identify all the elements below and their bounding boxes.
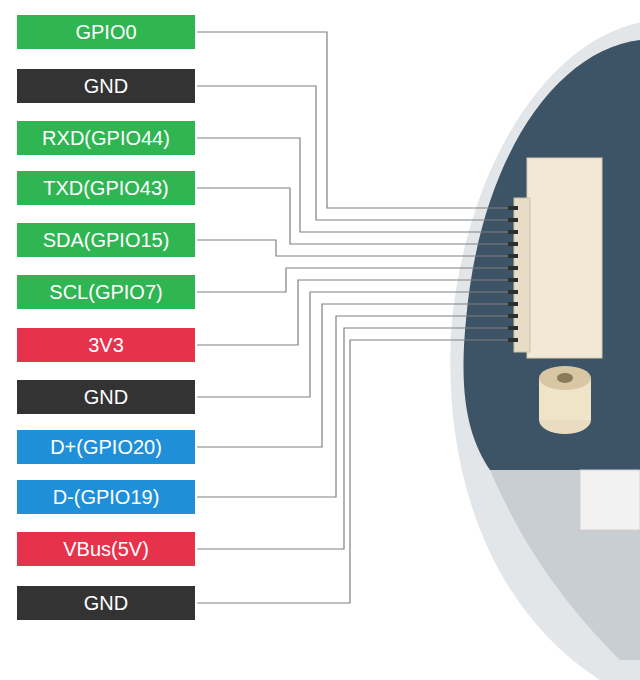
pin-label: 3V3: [17, 328, 195, 362]
pin-name: GND: [84, 76, 128, 96]
pin-label: GND: [17, 69, 195, 103]
pin-name: SDA(GPIO15): [43, 230, 170, 250]
pin-label: GPIO0: [17, 15, 195, 49]
pin-name: GPIO0: [75, 22, 136, 42]
pin-name: D+(GPIO20): [50, 437, 162, 457]
pin-name: SCL(GPIO7): [49, 282, 162, 302]
pin-label: SDA(GPIO15): [17, 223, 195, 257]
pin-name: GND: [84, 593, 128, 613]
leader-lines: [197, 32, 508, 603]
pin-label: GND: [17, 586, 195, 620]
board-shell: [450, 20, 640, 680]
connector-pins: [508, 206, 518, 342]
pin-name: VBus(5V): [63, 539, 149, 559]
standoff-hole: [557, 373, 573, 383]
pin-label: TXD(GPIO43): [17, 171, 195, 205]
pin-name: D-(GPIO19): [53, 487, 160, 507]
pin-label: D-(GPIO19): [17, 480, 195, 514]
board-lower: [490, 470, 640, 660]
pin-label: RXD(GPIO44): [17, 121, 195, 155]
pin-label: D+(GPIO20): [17, 430, 195, 464]
pin-label: GND: [17, 380, 195, 414]
pin-label: SCL(GPIO7): [17, 275, 195, 309]
standoff-top: [539, 366, 591, 390]
pin-name: TXD(GPIO43): [43, 178, 169, 198]
board-pcb: [463, 40, 640, 470]
component: [580, 470, 640, 530]
pin-name: RXD(GPIO44): [42, 128, 170, 148]
connector-body: [527, 158, 602, 358]
pin-name: GND: [84, 387, 128, 407]
pin-label: VBus(5V): [17, 532, 195, 566]
pin-name: 3V3: [88, 335, 124, 355]
